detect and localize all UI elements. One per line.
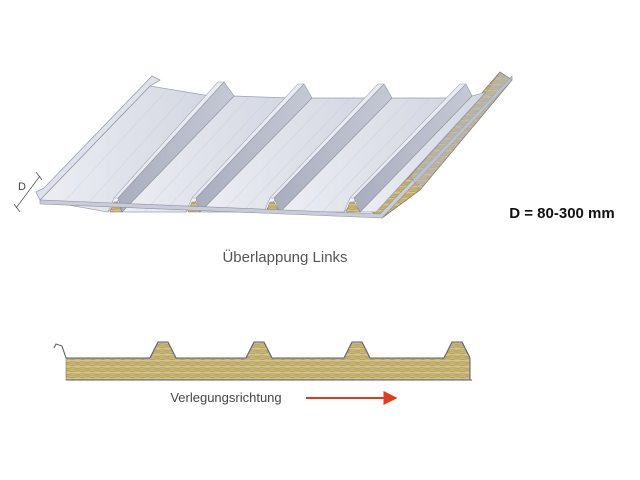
thickness-letter: D [18, 181, 26, 193]
panel-rib-2 [185, 83, 313, 213]
panel-rib-4 [343, 83, 473, 213]
profile-top-sheet [66, 341, 471, 359]
panel-right-edge [409, 71, 513, 191]
panel-micro-lines [61, 88, 431, 213]
panel-cross-section [53, 341, 472, 381]
profile-core [65, 341, 471, 381]
thickness-spec: D = 80-300 mm [509, 205, 614, 222]
panel-left-overlap [35, 75, 161, 201]
panel-rib-3 [263, 83, 393, 213]
panel-rib-1 [107, 81, 235, 213]
overlap-caption: Überlappung Links [222, 248, 347, 266]
thickness-dimension: D [13, 171, 43, 213]
profile-left-hook [53, 343, 67, 359]
panel-3d: D [13, 71, 513, 219]
laying-direction-label: Verlegungsrichtung [170, 390, 281, 405]
